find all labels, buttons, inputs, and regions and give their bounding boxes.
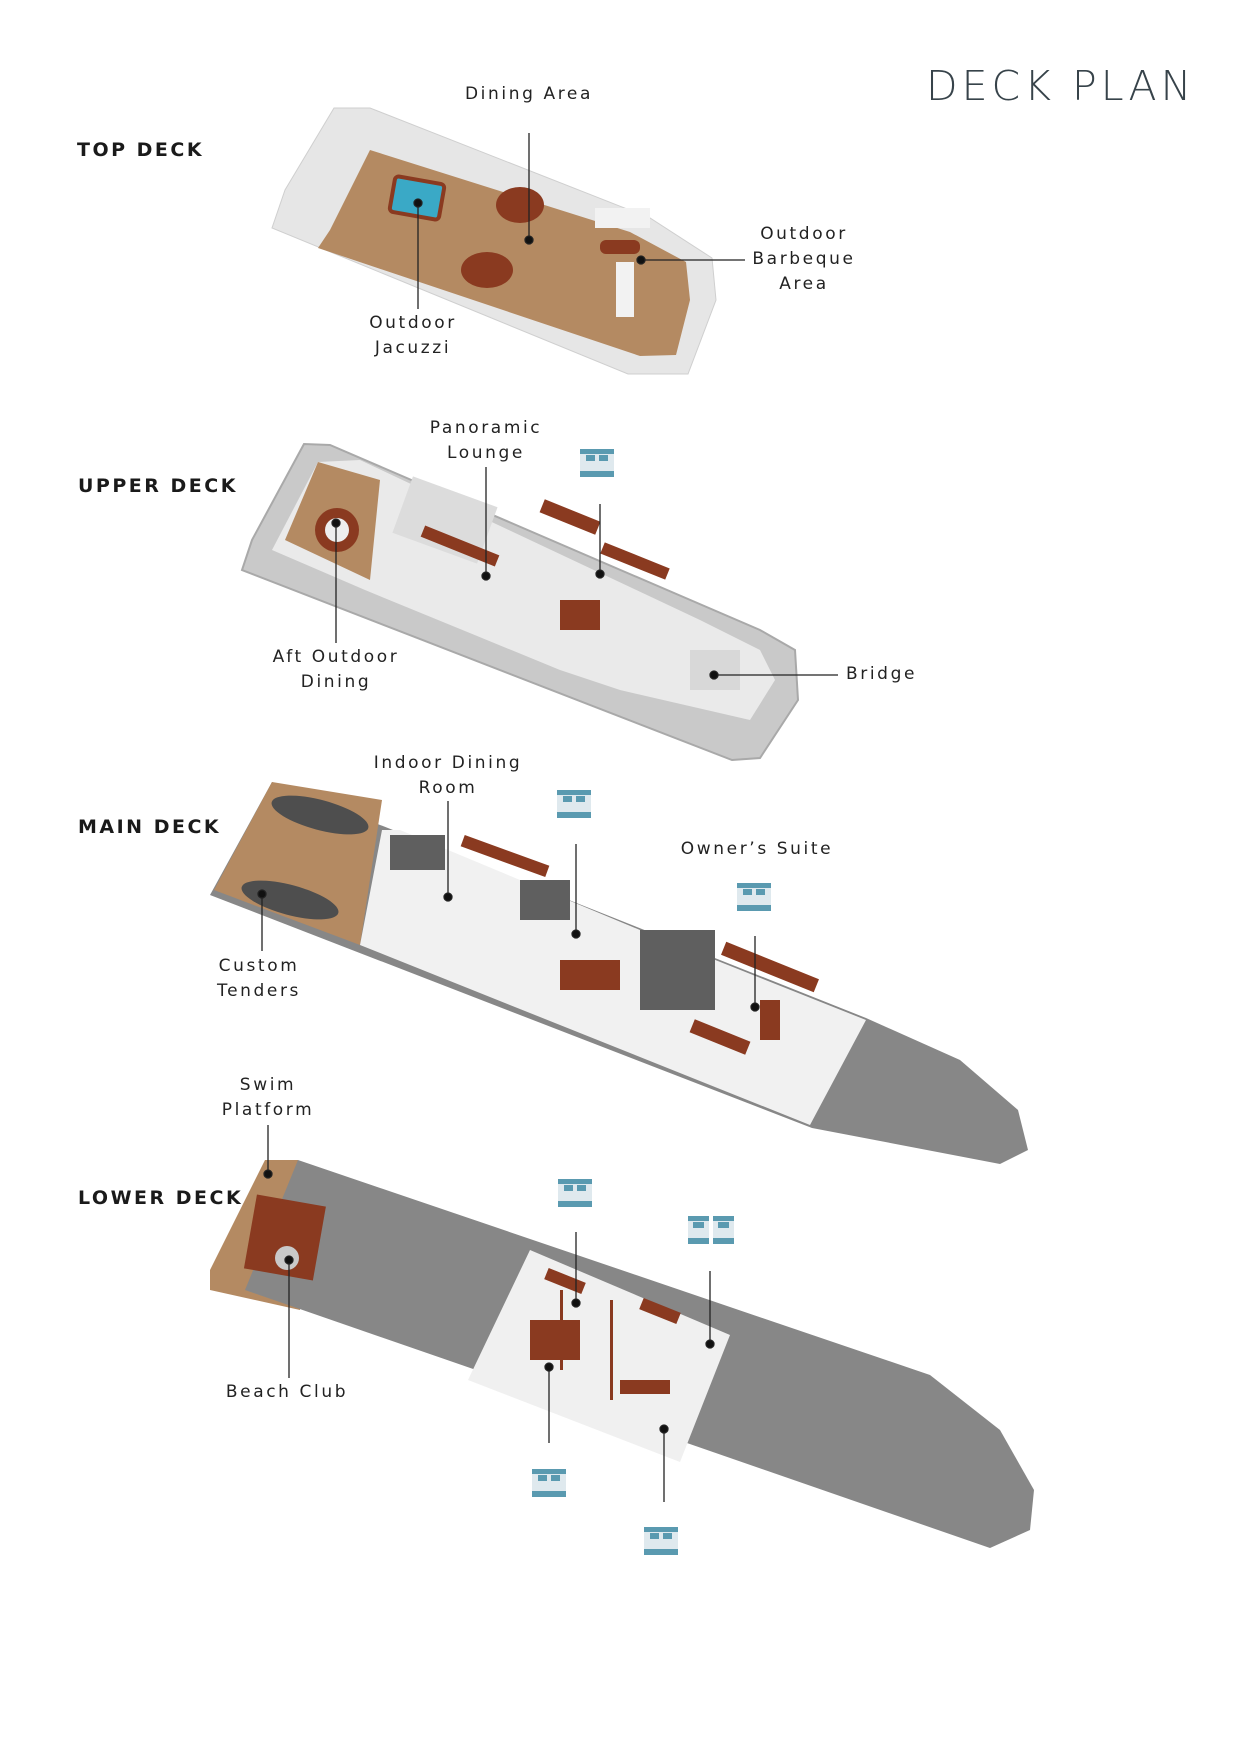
label-line: Outdoor (369, 313, 457, 333)
deck-title-main: MAIN DECK (78, 816, 222, 838)
label-line: Room (418, 778, 478, 798)
label-line: Dining (300, 672, 372, 692)
bed-icon (580, 449, 614, 477)
bed-icon (644, 1527, 678, 1555)
label-beach-club: Beach Club (226, 1380, 348, 1405)
label-line: Bridge (846, 664, 918, 684)
label-bridge: Bridge (846, 662, 917, 687)
top-deck-drawing (271, 107, 717, 375)
page-title: DECK PLAN (926, 62, 1196, 110)
deck-title-top: TOP DECK (77, 139, 205, 161)
bed-icon (557, 790, 591, 818)
label-line: Outdoor (760, 224, 848, 244)
deck-title-lower: LOWER DECK (78, 1187, 244, 1209)
label-line: Platform (221, 1100, 315, 1120)
bed-icon (558, 1179, 592, 1207)
leader-lines (257, 133, 838, 1502)
label-line: Owner’s Suite (680, 839, 834, 859)
label-line: Area (779, 274, 829, 294)
label-line: Barbeque (752, 249, 856, 269)
main-deck-drawing (210, 782, 1028, 1164)
label-line: Tenders (216, 981, 302, 1001)
upper-deck-drawing (240, 442, 800, 762)
label-line: Swim (239, 1075, 297, 1095)
deck-title-upper: UPPER DECK (78, 475, 238, 497)
label-owners-suite: Owner’s Suite (681, 837, 833, 862)
label-line: Custom (218, 956, 300, 976)
label-line: Lounge (447, 443, 525, 463)
bed-icon (532, 1469, 566, 1497)
label-line: Aft Outdoor (272, 647, 400, 667)
label-line: Beach Club (225, 1382, 349, 1402)
label-dining-area: Dining Area (465, 82, 593, 107)
label-line: Indoor Dining (373, 753, 523, 773)
label-line: Dining Area (464, 84, 594, 104)
label-line: Panoramic (429, 418, 543, 438)
label-line: Jacuzzi (374, 338, 452, 358)
bed-icon (737, 883, 771, 911)
lower-deck-drawing (210, 1160, 1034, 1548)
twin-bed-icon (688, 1216, 734, 1244)
